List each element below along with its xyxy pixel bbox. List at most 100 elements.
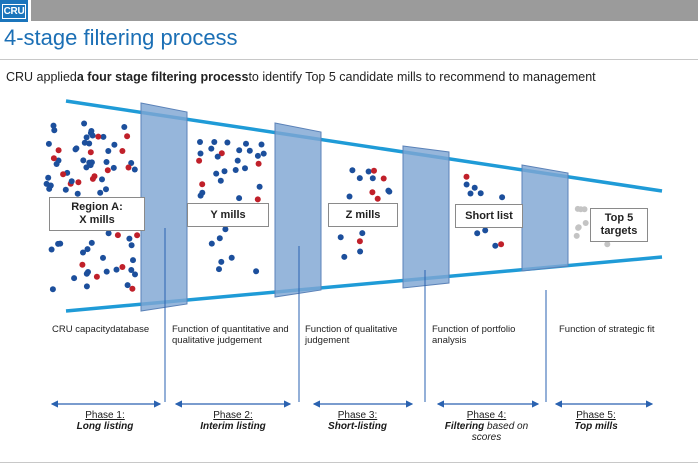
mill-dot [51, 127, 58, 134]
mill-dot [48, 246, 55, 253]
mill-dot [221, 168, 228, 175]
mill-dot [95, 133, 102, 140]
mill-dot [87, 149, 94, 156]
mill-dot [119, 148, 126, 154]
mill-dot [349, 167, 356, 174]
mill-dot [216, 235, 223, 242]
mill-dot [356, 238, 363, 245]
mill-dot [337, 234, 344, 241]
mill-dot [499, 194, 506, 201]
phase-5-name: Top mills [574, 421, 618, 432]
mill-dot [474, 230, 481, 237]
mill-dot [80, 249, 86, 256]
mill-dot [196, 157, 203, 164]
mill-dot [129, 285, 136, 292]
mill-dot [197, 150, 204, 157]
mill-dot [55, 157, 62, 164]
mill-dot [242, 165, 248, 172]
mill-dot [232, 167, 239, 173]
mill-dot [74, 190, 81, 197]
mill-dot [253, 268, 260, 275]
mill-dot [208, 145, 215, 152]
page-subtitle: CRU applieda four stage filtering proces… [6, 70, 596, 84]
mill-dot [357, 248, 364, 255]
mill-dot [103, 159, 110, 165]
phase-3-name: Short-listing [328, 421, 387, 432]
mill-dot [72, 146, 79, 153]
mill-dot [87, 130, 94, 136]
filter-panel-1 [140, 102, 188, 312]
stage-description-3: Function of qualitative judgement [305, 324, 398, 346]
mill-dot [356, 175, 363, 182]
mill-dot [341, 253, 348, 260]
stage-label-y-mills: Y mills [187, 203, 269, 227]
phase-2-label: Phase 2: Interim listing [178, 410, 288, 432]
mill-dot [463, 173, 470, 180]
mill-dot [477, 190, 484, 197]
mill-dot [100, 133, 107, 140]
mill-dot [104, 167, 111, 174]
mill-dot [228, 254, 235, 261]
mill-dot [243, 140, 249, 147]
mill-dot [222, 226, 229, 233]
mill-dot [125, 164, 132, 171]
title-divider [0, 59, 698, 60]
mill-dot [110, 164, 117, 171]
phase-1-number: Phase 1: [85, 410, 125, 421]
phase-4-extra: based on scores [471, 421, 529, 443]
mill-dot [103, 268, 110, 275]
mill-dot [573, 232, 580, 239]
filter-panel-3 [402, 145, 450, 289]
mill-dot [84, 246, 91, 253]
mill-dot [246, 147, 253, 154]
subtitle-emphasis: a four stage filtering process [76, 70, 249, 84]
mill-dot [197, 139, 203, 145]
mill-dot [87, 162, 94, 169]
mill-dot [386, 188, 393, 195]
phase-2-number: Phase 2: [213, 410, 253, 421]
mill-dot [83, 134, 90, 141]
mill-dot [254, 152, 261, 159]
mill-dot [79, 261, 86, 268]
mill-dot [128, 160, 135, 166]
mill-dot [126, 235, 133, 242]
mill-dot [46, 185, 53, 192]
mill-dot [100, 254, 106, 261]
mill-dot [199, 181, 206, 188]
stage-label-z-mills: Z mills [328, 203, 398, 227]
mill-dot [217, 177, 224, 184]
mill-dot [359, 230, 366, 237]
mill-dot [131, 166, 138, 173]
mill-dot [62, 186, 69, 193]
mill-dot [99, 176, 105, 183]
stage-label-short-list: Short list [455, 204, 523, 228]
mill-dot [111, 141, 118, 148]
mill-dot [208, 240, 215, 247]
filter-panel-4 [521, 164, 569, 272]
mill-dot [134, 232, 141, 239]
mill-dot [81, 139, 88, 146]
mill-dot [49, 286, 56, 293]
mill-dot [492, 242, 499, 249]
mill-dot [224, 139, 231, 146]
mill-dot [83, 283, 90, 290]
phase-4-name: Filtering [444, 421, 485, 432]
mill-dot [103, 186, 109, 193]
stage-description-1: CRU capacitydatabase [52, 324, 150, 335]
page-title: 4-stage filtering process [4, 25, 238, 50]
mill-dot [218, 258, 225, 265]
mill-dot [482, 227, 489, 234]
mill-dot [119, 264, 126, 270]
mill-dot [213, 170, 220, 177]
mill-dot [68, 178, 75, 185]
mill-dot [132, 271, 138, 278]
cru-logo: CRU [0, 0, 28, 22]
mill-dot [236, 195, 243, 202]
mill-dot [214, 153, 221, 160]
mill-dot [55, 147, 62, 154]
mill-dot [75, 179, 82, 186]
stage-description-2: Function of quantitative and qualitative… [172, 324, 289, 346]
filter-stages [140, 102, 569, 312]
